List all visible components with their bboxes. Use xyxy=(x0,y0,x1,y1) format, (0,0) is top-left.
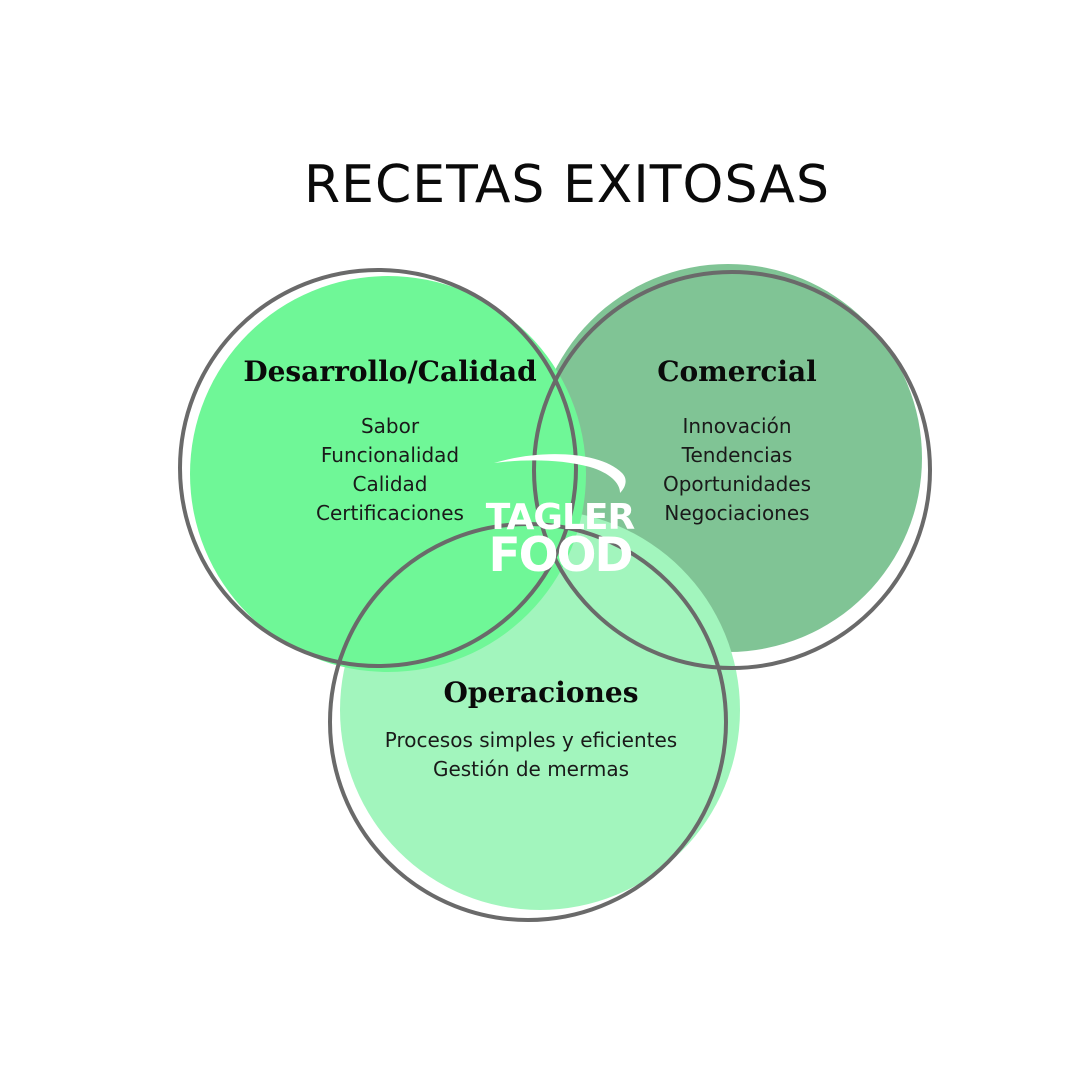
list-item: Innovación xyxy=(682,414,792,438)
list-item: Tendencias xyxy=(681,443,793,467)
list-item: Calidad xyxy=(352,472,428,496)
desarrollo-fill xyxy=(190,276,586,672)
list-item: Oportunidades xyxy=(662,472,812,496)
list-item: Certificaciones xyxy=(316,501,464,525)
list-item: Negociaciones xyxy=(664,501,810,525)
desarrollo-items: Sabor Funcionalidad Calidad Certificacio… xyxy=(190,412,590,528)
operaciones-heading: Operaciones xyxy=(443,676,639,709)
list-item: Funcionalidad xyxy=(320,443,460,467)
operaciones-items: Procesos simples y eficientes Gestión de… xyxy=(331,726,731,784)
comercial-heading: Comercial xyxy=(657,355,817,388)
logo-word-bottom: FOOD xyxy=(488,528,633,583)
list-item: Sabor xyxy=(360,414,420,438)
comercial-outline xyxy=(532,270,932,670)
page-title: RECETAS EXITOSAS xyxy=(303,155,831,215)
logo-word-top: TAGLER xyxy=(485,497,635,538)
comercial-items: Innovación Tendencias Oportunidades Nego… xyxy=(537,412,937,528)
desarrollo-heading: Desarrollo/Calidad xyxy=(243,355,537,388)
list-item: Procesos simples y eficientes xyxy=(384,728,678,752)
swoosh-icon xyxy=(494,454,626,493)
desarrollo-outline xyxy=(178,268,578,668)
list-item: Gestión de mermas xyxy=(432,757,630,781)
tagler-food-logo: TAGLER FOOD xyxy=(470,445,650,585)
operaciones-outline xyxy=(328,522,728,922)
